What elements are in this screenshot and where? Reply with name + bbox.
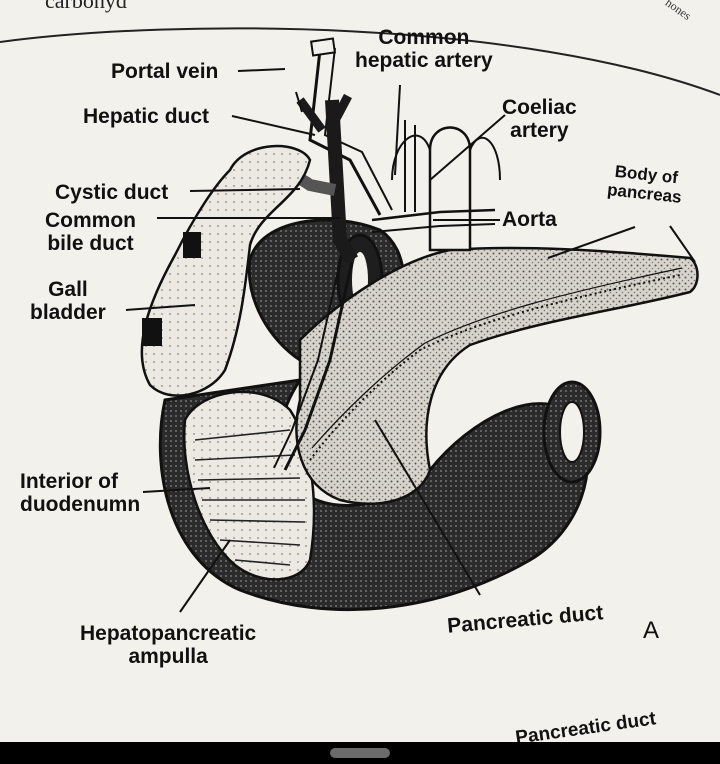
- coeliac-trunk: [404, 120, 416, 212]
- label-line-1: Gall: [48, 278, 88, 301]
- hepatic-duct-branches: [296, 93, 352, 133]
- label-line-1: Interior of: [20, 470, 118, 493]
- label-line-2: bile duct: [47, 232, 134, 256]
- ampulla-duct: [283, 261, 354, 471]
- label-aorta: Aorta: [502, 208, 557, 231]
- cropped-heading-text: carbohyd: [45, 0, 127, 13]
- common-bile-duct-vessel: [325, 99, 359, 264]
- navigation-bar: [0, 742, 720, 764]
- label-line-2: bladder: [30, 301, 106, 325]
- duodenum-folds: [194, 429, 306, 566]
- label-hepatic-duct: Hepatic duct: [83, 105, 210, 128]
- gall-bladder-shape: [140, 144, 312, 397]
- label-cystic-duct: Cystic duct: [55, 181, 169, 204]
- label-common-hepatic-artery: Common hepatic artery: [355, 26, 493, 72]
- page-edge-curve: [0, 27, 720, 96]
- leader-lines: [125, 68, 696, 613]
- label-body-of-pancreas: Body of pancreas: [606, 162, 684, 207]
- duodenum-interior: [183, 390, 316, 581]
- label-line-1: Coeliac: [502, 96, 577, 119]
- label-line-1: Common: [378, 26, 470, 49]
- aorta-vessel: [428, 126, 472, 252]
- home-indicator[interactable]: [330, 748, 390, 758]
- label-line-2: duodenumn: [20, 493, 141, 517]
- panel-letter: A: [643, 617, 660, 644]
- label-interior-of-duodenum: Interior of duodenumn: [20, 470, 140, 516]
- label-portal-vein: Portal vein: [111, 60, 219, 83]
- label-hepatopancreatic-ampulla: Hepatopancreatic ampulla: [80, 622, 256, 668]
- label-line-2: hepatic artery: [355, 49, 493, 73]
- pancreatic-duct-line: [309, 274, 681, 461]
- label-line-2: artery: [510, 119, 569, 143]
- hepatic-artery: [371, 208, 496, 222]
- label-common-bile-duct: Common bile duct: [45, 209, 136, 255]
- label-gall-bladder: Gall bladder: [30, 278, 106, 324]
- label-line-2: ampulla: [128, 645, 208, 669]
- label-line-1: Common: [45, 209, 136, 232]
- label-coeliac-artery: Coeliac artery: [502, 96, 577, 142]
- label-line-1: Hepatopancreatic: [80, 622, 257, 645]
